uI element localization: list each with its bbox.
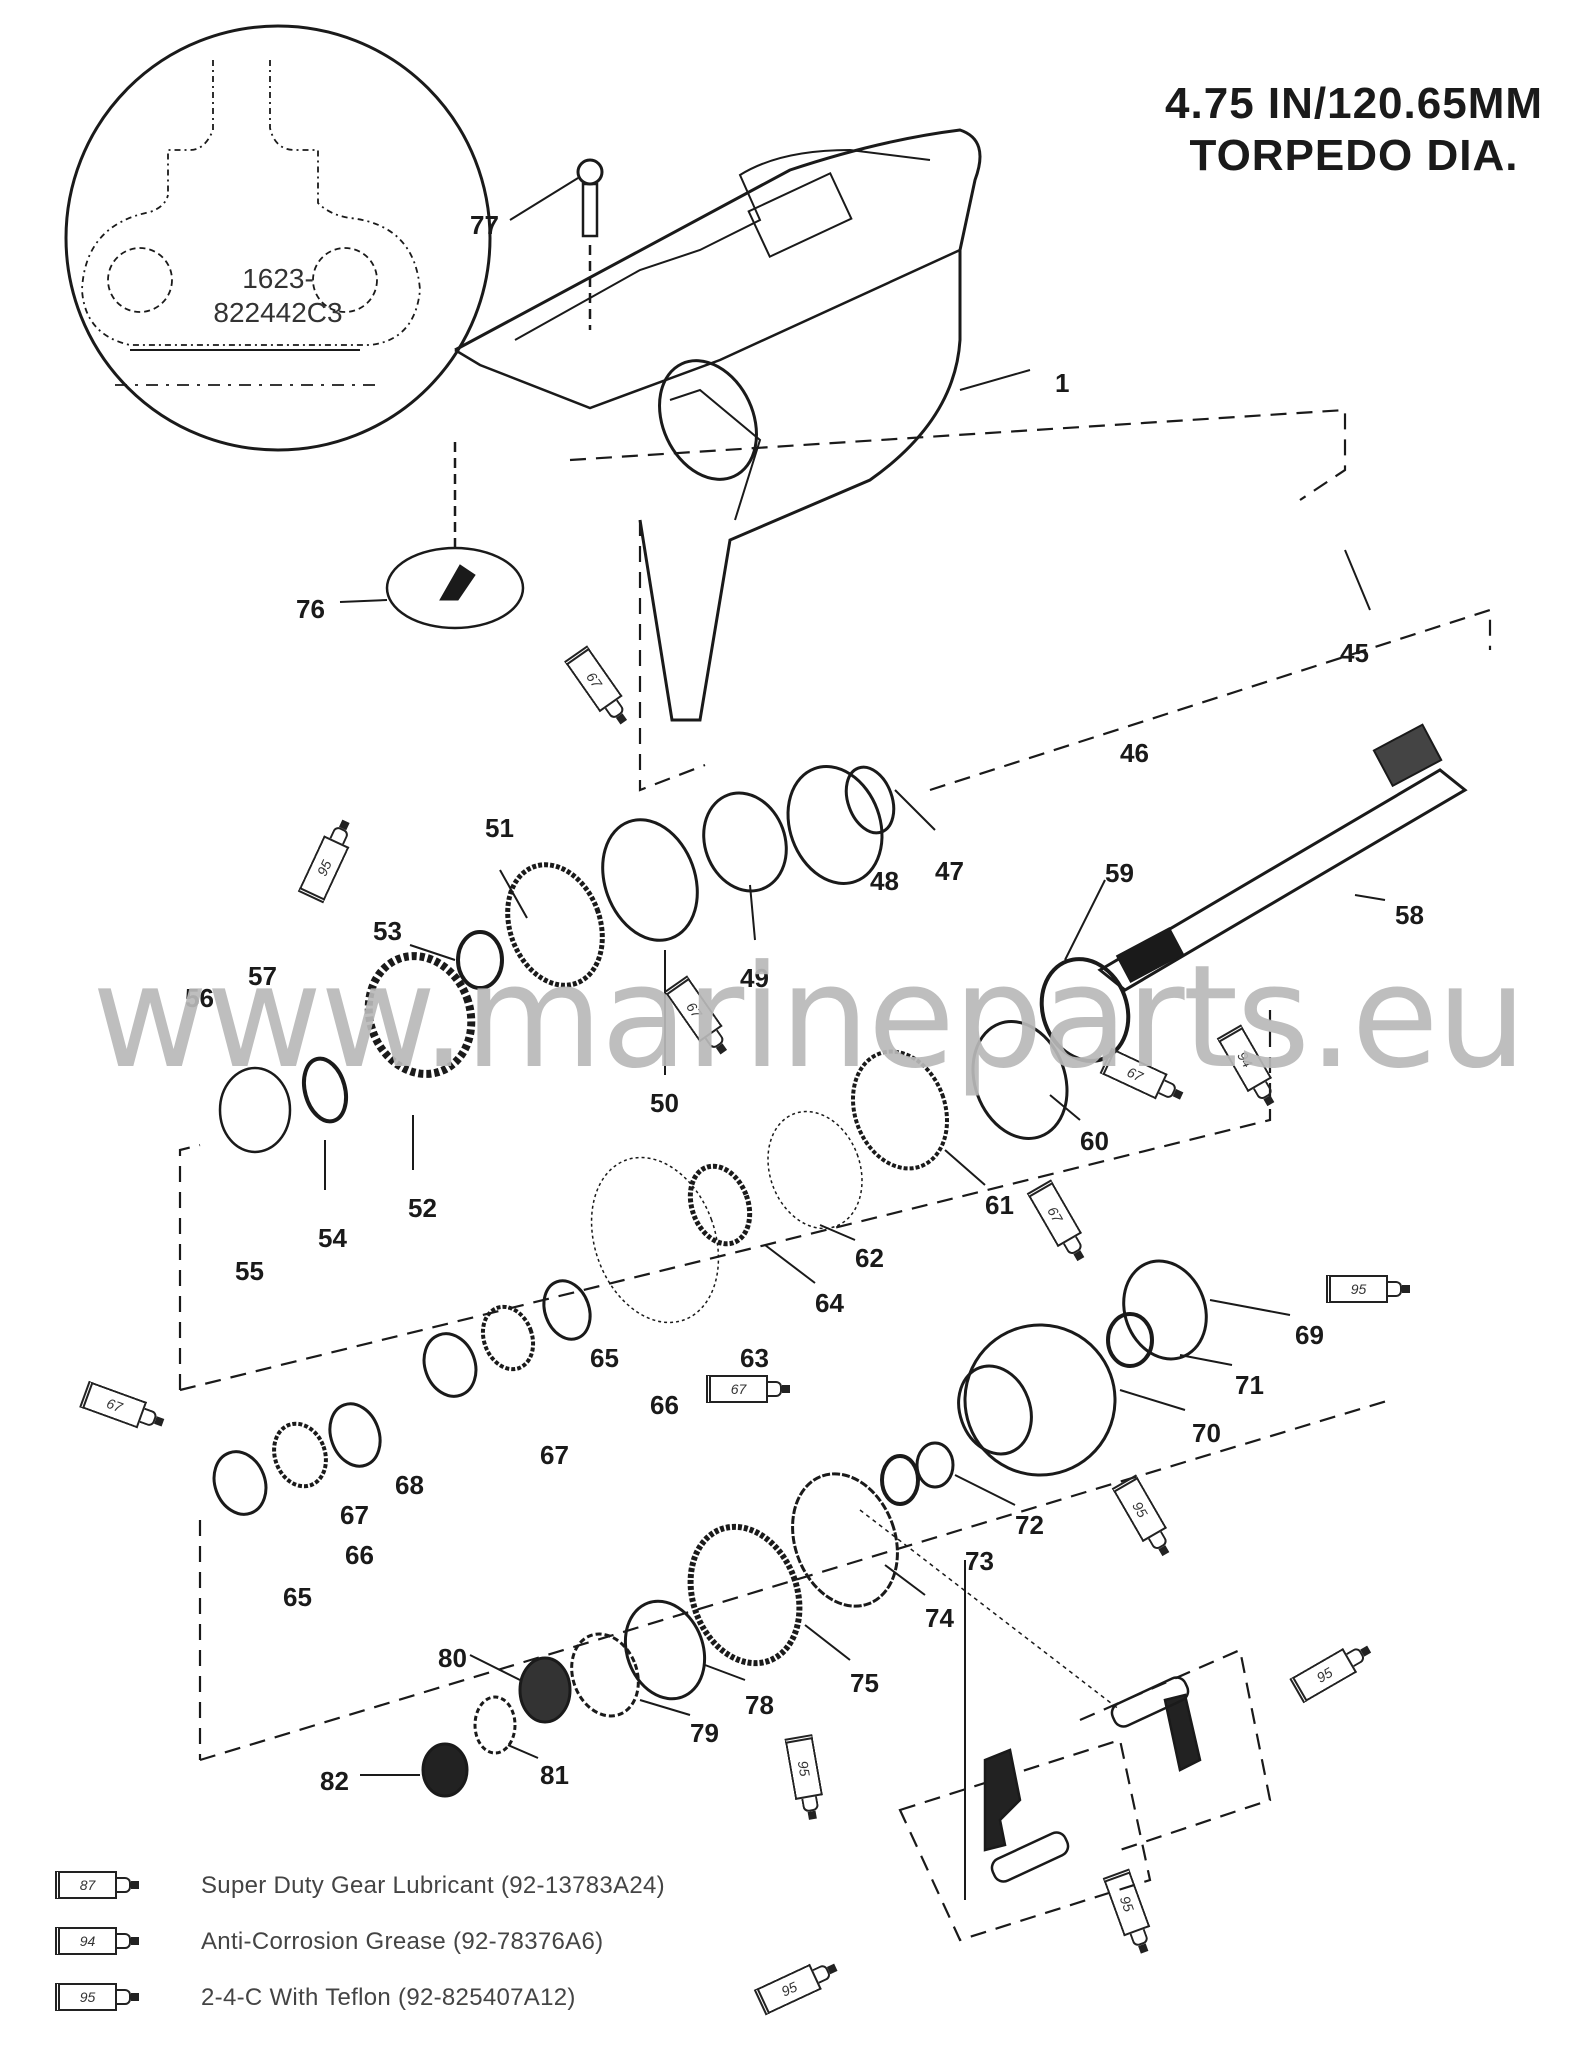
stamp-line-1: 1623- [242,263,314,294]
callout-67: 67 [540,1440,569,1470]
callout-74: 74 [925,1603,954,1633]
callout-66: 66 [650,1390,679,1420]
callout-79: 79 [690,1718,719,1748]
lubricant-tube-icon: 67 [706,1375,794,1405]
bearings-and-rings [212,765,1208,1798]
callout-1: 1 [1055,368,1070,398]
lubricant-legend: 87 Super Duty Gear Lubricant (92-13783A2… [55,1860,665,2028]
callout-leader-lines [324,549,1371,1900]
callout-46: 46 [1120,738,1149,768]
anode-part-76 [339,440,525,630]
lubricant-tube-icon: 95 [1326,1275,1414,1305]
callout-64: 64 [815,1288,844,1318]
callout-61: 61 [985,1190,1014,1220]
callout-58: 58 [1395,900,1424,930]
callout-57: 57 [248,961,277,991]
title-line-1: 4.75 IN/120.65MM [1165,79,1543,128]
callout-67: 67 [340,1500,369,1530]
legend-text: Anti-Corrosion Grease (92-78376A6) [201,1928,604,1955]
callout-52: 52 [408,1193,437,1223]
gear-housing-part-1 [454,128,1031,722]
callout-60: 60 [1080,1126,1109,1156]
lubricant-tube-icon: 87 [55,1871,143,1901]
drive-shaft-part-58 [1097,723,1468,992]
callout-63: 63 [740,1343,769,1373]
callout-65: 65 [590,1343,619,1373]
stamp-line-2: 822442C3 [213,297,343,328]
callout-68: 68 [395,1470,424,1500]
callout-66: 66 [345,1540,374,1570]
callout-47: 47 [935,856,964,886]
callout-69: 69 [1295,1320,1324,1350]
legend-text: 2-4-C With Teflon (92-825407A12) [201,1984,576,2011]
callout-70: 70 [1192,1418,1221,1448]
callout-75: 75 [850,1668,879,1698]
callout-50: 50 [650,1088,679,1118]
callout-81: 81 [540,1760,569,1790]
callout-76: 76 [296,594,325,624]
callout-56: 56 [185,983,214,1013]
callout-53: 53 [373,916,402,946]
callout-51: 51 [485,813,514,843]
callout-59: 59 [1105,858,1134,888]
anode-part-number-stamp: 1623- 822442C3 [168,262,388,330]
legend-row-gear-lubricant: 87 Super Duty Gear Lubricant (92-13783A2… [55,1860,665,1912]
legend-row-2-4-c-teflon: 95 2-4-C With Teflon (92-825407A12) [55,1972,665,2024]
callout-55: 55 [235,1256,264,1286]
callout-45: 45 [1340,638,1369,668]
grease-tube-icon: 94 [55,1927,143,1957]
callout-49: 49 [740,963,769,993]
anode-detail-inset [64,24,492,452]
assembly-grouping-lines [178,408,1492,1942]
callout-71: 71 [1235,1370,1264,1400]
callout-77: 77 [470,210,499,240]
callout-73: 73 [965,1546,994,1576]
callout-72: 72 [1015,1510,1044,1540]
bolt-part-77 [509,158,604,330]
callout-62: 62 [855,1243,884,1273]
callout-48: 48 [870,866,899,896]
callout-54: 54 [318,1223,347,1253]
teflon-grease-tube-icon: 95 [55,1983,143,2013]
callout-82: 82 [320,1766,349,1796]
callout-78: 78 [745,1690,774,1720]
diagram-title: 4.75 IN/120.65MM TORPEDO DIA. [1165,78,1543,182]
callout-65: 65 [283,1582,312,1612]
legend-row-anti-corrosion-grease: 94 Anti-Corrosion Grease (92-78376A6) [55,1916,665,1968]
callout-80: 80 [438,1643,467,1673]
title-line-2: TORPEDO DIA. [1189,131,1519,180]
legend-text: Super Duty Gear Lubricant (92-13783A24) [201,1872,665,1899]
retainer-clips-bottom-right [983,1676,1202,1883]
